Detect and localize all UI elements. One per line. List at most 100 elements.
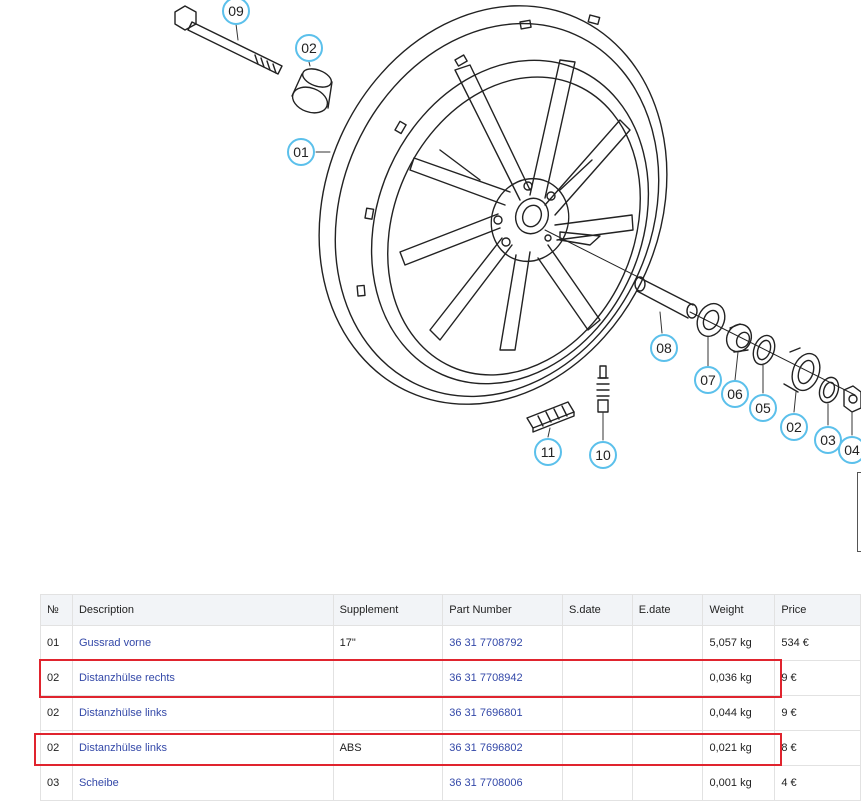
svg-text:09: 09 <box>228 3 244 19</box>
callout-02-right: 02 <box>780 413 808 441</box>
wheel-rim <box>318 5 668 405</box>
table-row: 03 Scheibe 36 31 7708006 0,001 kg 4 € <box>40 765 861 801</box>
cell-description: Scheibe <box>71 765 334 801</box>
bearing-06 <box>725 323 753 353</box>
cell-weight: 5,057 kg <box>702 625 776 661</box>
bolt-part <box>174 5 283 75</box>
col-header-edate[interactable]: E.date <box>631 594 704 626</box>
cell-edate <box>631 625 704 661</box>
cell-price: 534 € <box>774 625 861 661</box>
part-number-link[interactable]: 36 31 7696802 <box>449 742 523 754</box>
parts-table-container: № Description Supplement Part Number S.d… <box>40 594 861 801</box>
axle-spacer-tube <box>634 276 698 319</box>
svg-text:01: 01 <box>293 144 309 160</box>
callout-07: 07 <box>694 366 722 394</box>
part-number-link[interactable]: 36 31 7708942 <box>449 672 523 684</box>
table-header-row: № Description Supplement Part Number S.d… <box>40 594 861 626</box>
washer-07 <box>696 302 726 338</box>
svg-text:04: 04 <box>844 442 860 458</box>
callout-06: 06 <box>721 380 749 408</box>
callout-04: 04 <box>838 436 861 464</box>
cell-sdate <box>561 730 633 766</box>
callout-05: 05 <box>749 394 777 422</box>
col-header-part-number[interactable]: Part Number <box>442 594 563 626</box>
table-row: 02 Distanzhülse rechts 36 31 7708942 0,0… <box>40 660 861 696</box>
svg-text:10: 10 <box>595 447 611 463</box>
svg-text:11: 11 <box>541 444 556 460</box>
cell-weight: 0,036 kg <box>702 660 776 696</box>
cell-price: 9 € <box>774 660 861 696</box>
cell-part-number: 36 31 7696802 <box>442 730 563 766</box>
svg-text:03: 03 <box>820 432 836 448</box>
cell-description: Distanzhülse rechts <box>71 660 334 696</box>
cell-edate <box>631 660 704 696</box>
cell-no: 01 <box>40 625 73 661</box>
cell-no: 02 <box>40 730 73 766</box>
wheel-spokes <box>399 59 634 351</box>
callout-02-top: 02 <box>295 34 323 62</box>
spacer-sleeve-top <box>291 68 333 114</box>
washer-03 <box>818 376 840 404</box>
wheel-hub <box>490 177 601 263</box>
cell-edate <box>631 730 704 766</box>
cell-sdate <box>561 625 633 661</box>
part-number-link[interactable]: 36 31 7696801 <box>449 707 523 719</box>
balance-weight-11 <box>526 401 575 433</box>
callout-10: 10 <box>589 441 617 469</box>
part-number-link[interactable]: 36 31 7708006 <box>449 777 523 789</box>
cell-edate <box>631 765 704 801</box>
table-row: 02 Distanzhülse links ABS 36 31 7696802 … <box>40 730 861 766</box>
callout-01: 01 <box>287 138 315 166</box>
description-link[interactable]: Distanzhülse rechts <box>78 672 175 684</box>
callout-11: 11 <box>534 438 562 466</box>
col-header-sdate[interactable]: S.date <box>561 594 633 626</box>
seal-ring-05 <box>752 334 776 366</box>
description-link[interactable]: Distanzhülse links <box>78 707 167 719</box>
col-header-description[interactable]: Description <box>71 594 334 626</box>
svg-text:02: 02 <box>301 40 317 56</box>
svg-text:02: 02 <box>786 419 802 435</box>
svg-text:08: 08 <box>656 340 672 356</box>
cell-weight: 0,021 kg <box>702 730 776 766</box>
cell-sdate <box>561 660 633 696</box>
cell-no: 02 <box>40 660 73 696</box>
cell-sdate <box>561 765 633 801</box>
cell-weight: 0,044 kg <box>702 695 776 731</box>
cell-supplement <box>332 765 444 801</box>
col-header-weight[interactable]: Weight <box>702 594 776 626</box>
description-link[interactable]: Distanzhülse links <box>78 742 167 754</box>
cell-no: 02 <box>40 695 73 731</box>
svg-text:07: 07 <box>700 372 716 388</box>
callout-08: 08 <box>650 334 678 362</box>
cell-part-number: 36 31 7708006 <box>442 765 563 801</box>
callout-03: 03 <box>814 426 842 454</box>
part-number-link[interactable]: 36 31 7708792 <box>449 637 523 649</box>
cell-supplement: 17" <box>332 625 444 661</box>
cell-description: Gussrad vorne <box>71 625 334 661</box>
spacer-sleeve-right <box>783 347 821 393</box>
cell-weight: 0,001 kg <box>702 765 776 801</box>
exploded-parts-diagram: 09 02 01 08 07 06 05 02 03 04 11 10 <box>174 0 861 469</box>
description-link[interactable]: Gussrad vorne <box>78 637 152 649</box>
cell-edate <box>631 695 704 731</box>
cell-no: 03 <box>40 765 73 801</box>
cell-part-number: 36 31 7708942 <box>442 660 563 696</box>
cell-description: Distanzhülse links <box>71 730 334 766</box>
col-header-no: № <box>40 594 73 626</box>
parts-table: № Description Supplement Part Number S.d… <box>40 594 861 801</box>
table-row: 02 Distanzhülse links 36 31 7696801 0,04… <box>40 695 861 731</box>
cell-supplement <box>332 660 444 696</box>
cell-supplement: ABS <box>332 730 444 766</box>
col-header-price[interactable]: Price <box>774 594 861 626</box>
col-header-supplement[interactable]: Supplement <box>332 594 444 626</box>
table-row: 01 Gussrad vorne 17" 36 31 7708792 5,057… <box>40 625 861 661</box>
cell-price: 8 € <box>774 730 861 766</box>
side-panel-edge <box>857 472 861 552</box>
cell-sdate <box>561 695 633 731</box>
cell-part-number: 36 31 7696801 <box>442 695 563 731</box>
cell-price: 9 € <box>774 695 861 731</box>
description-link[interactable]: Scheibe <box>78 777 119 789</box>
cell-part-number: 36 31 7708792 <box>442 625 563 661</box>
nut-04 <box>843 385 861 413</box>
valve-10 <box>596 365 610 413</box>
